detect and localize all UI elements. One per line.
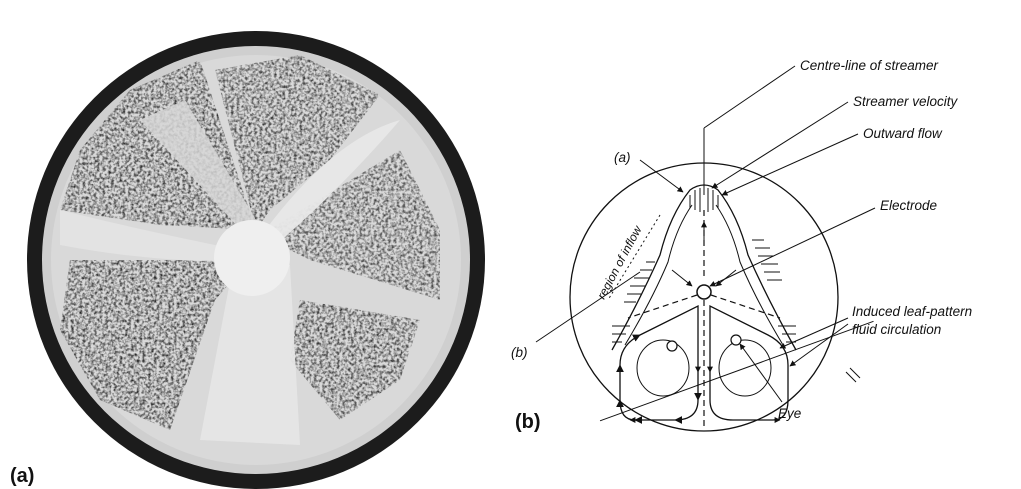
leader-streamer-velocity <box>712 102 848 188</box>
label-centre-line: Centre-line of streamer <box>800 58 939 73</box>
label-outward-flow: Outward flow <box>863 126 943 141</box>
inflow-arrow-left <box>672 270 692 286</box>
label-marker-b: (b) <box>511 345 528 360</box>
label-marker-a: (a) <box>614 150 631 165</box>
label-streamer-velocity: Streamer velocity <box>853 94 959 109</box>
label-region-of-inflow: region of inflow <box>594 222 645 301</box>
panel-a-label: (a) <box>10 465 34 487</box>
leader-outward-flow <box>722 134 858 195</box>
photo-panel <box>27 31 485 489</box>
label-induced-2: fluid circulation <box>852 322 941 337</box>
radial-dash-left <box>628 295 697 318</box>
radial-dash-right <box>711 295 780 318</box>
center-glow <box>214 220 290 296</box>
eye-right <box>731 335 741 345</box>
inner-loop-left <box>637 340 689 396</box>
leader-centre-line <box>704 66 795 128</box>
panel-b-label: (b) <box>515 411 541 433</box>
leader-marker-b <box>536 272 640 342</box>
leader-electrode <box>710 208 875 286</box>
eye-left <box>667 341 677 351</box>
electrode <box>697 285 711 299</box>
section-end-marker <box>846 368 860 382</box>
streamer-inner-right <box>716 205 783 345</box>
label-electrode: Electrode <box>880 198 937 213</box>
schematic-panel: Centre-line of streamer Streamer velocit… <box>511 58 972 431</box>
leader-eye <box>740 344 782 402</box>
circulation-cell-left <box>620 306 698 420</box>
label-eye: Eye <box>778 406 801 421</box>
circulation-cell-right <box>710 306 788 420</box>
dish-surface <box>51 55 461 465</box>
label-induced-1: Induced leaf-pattern <box>852 304 972 319</box>
